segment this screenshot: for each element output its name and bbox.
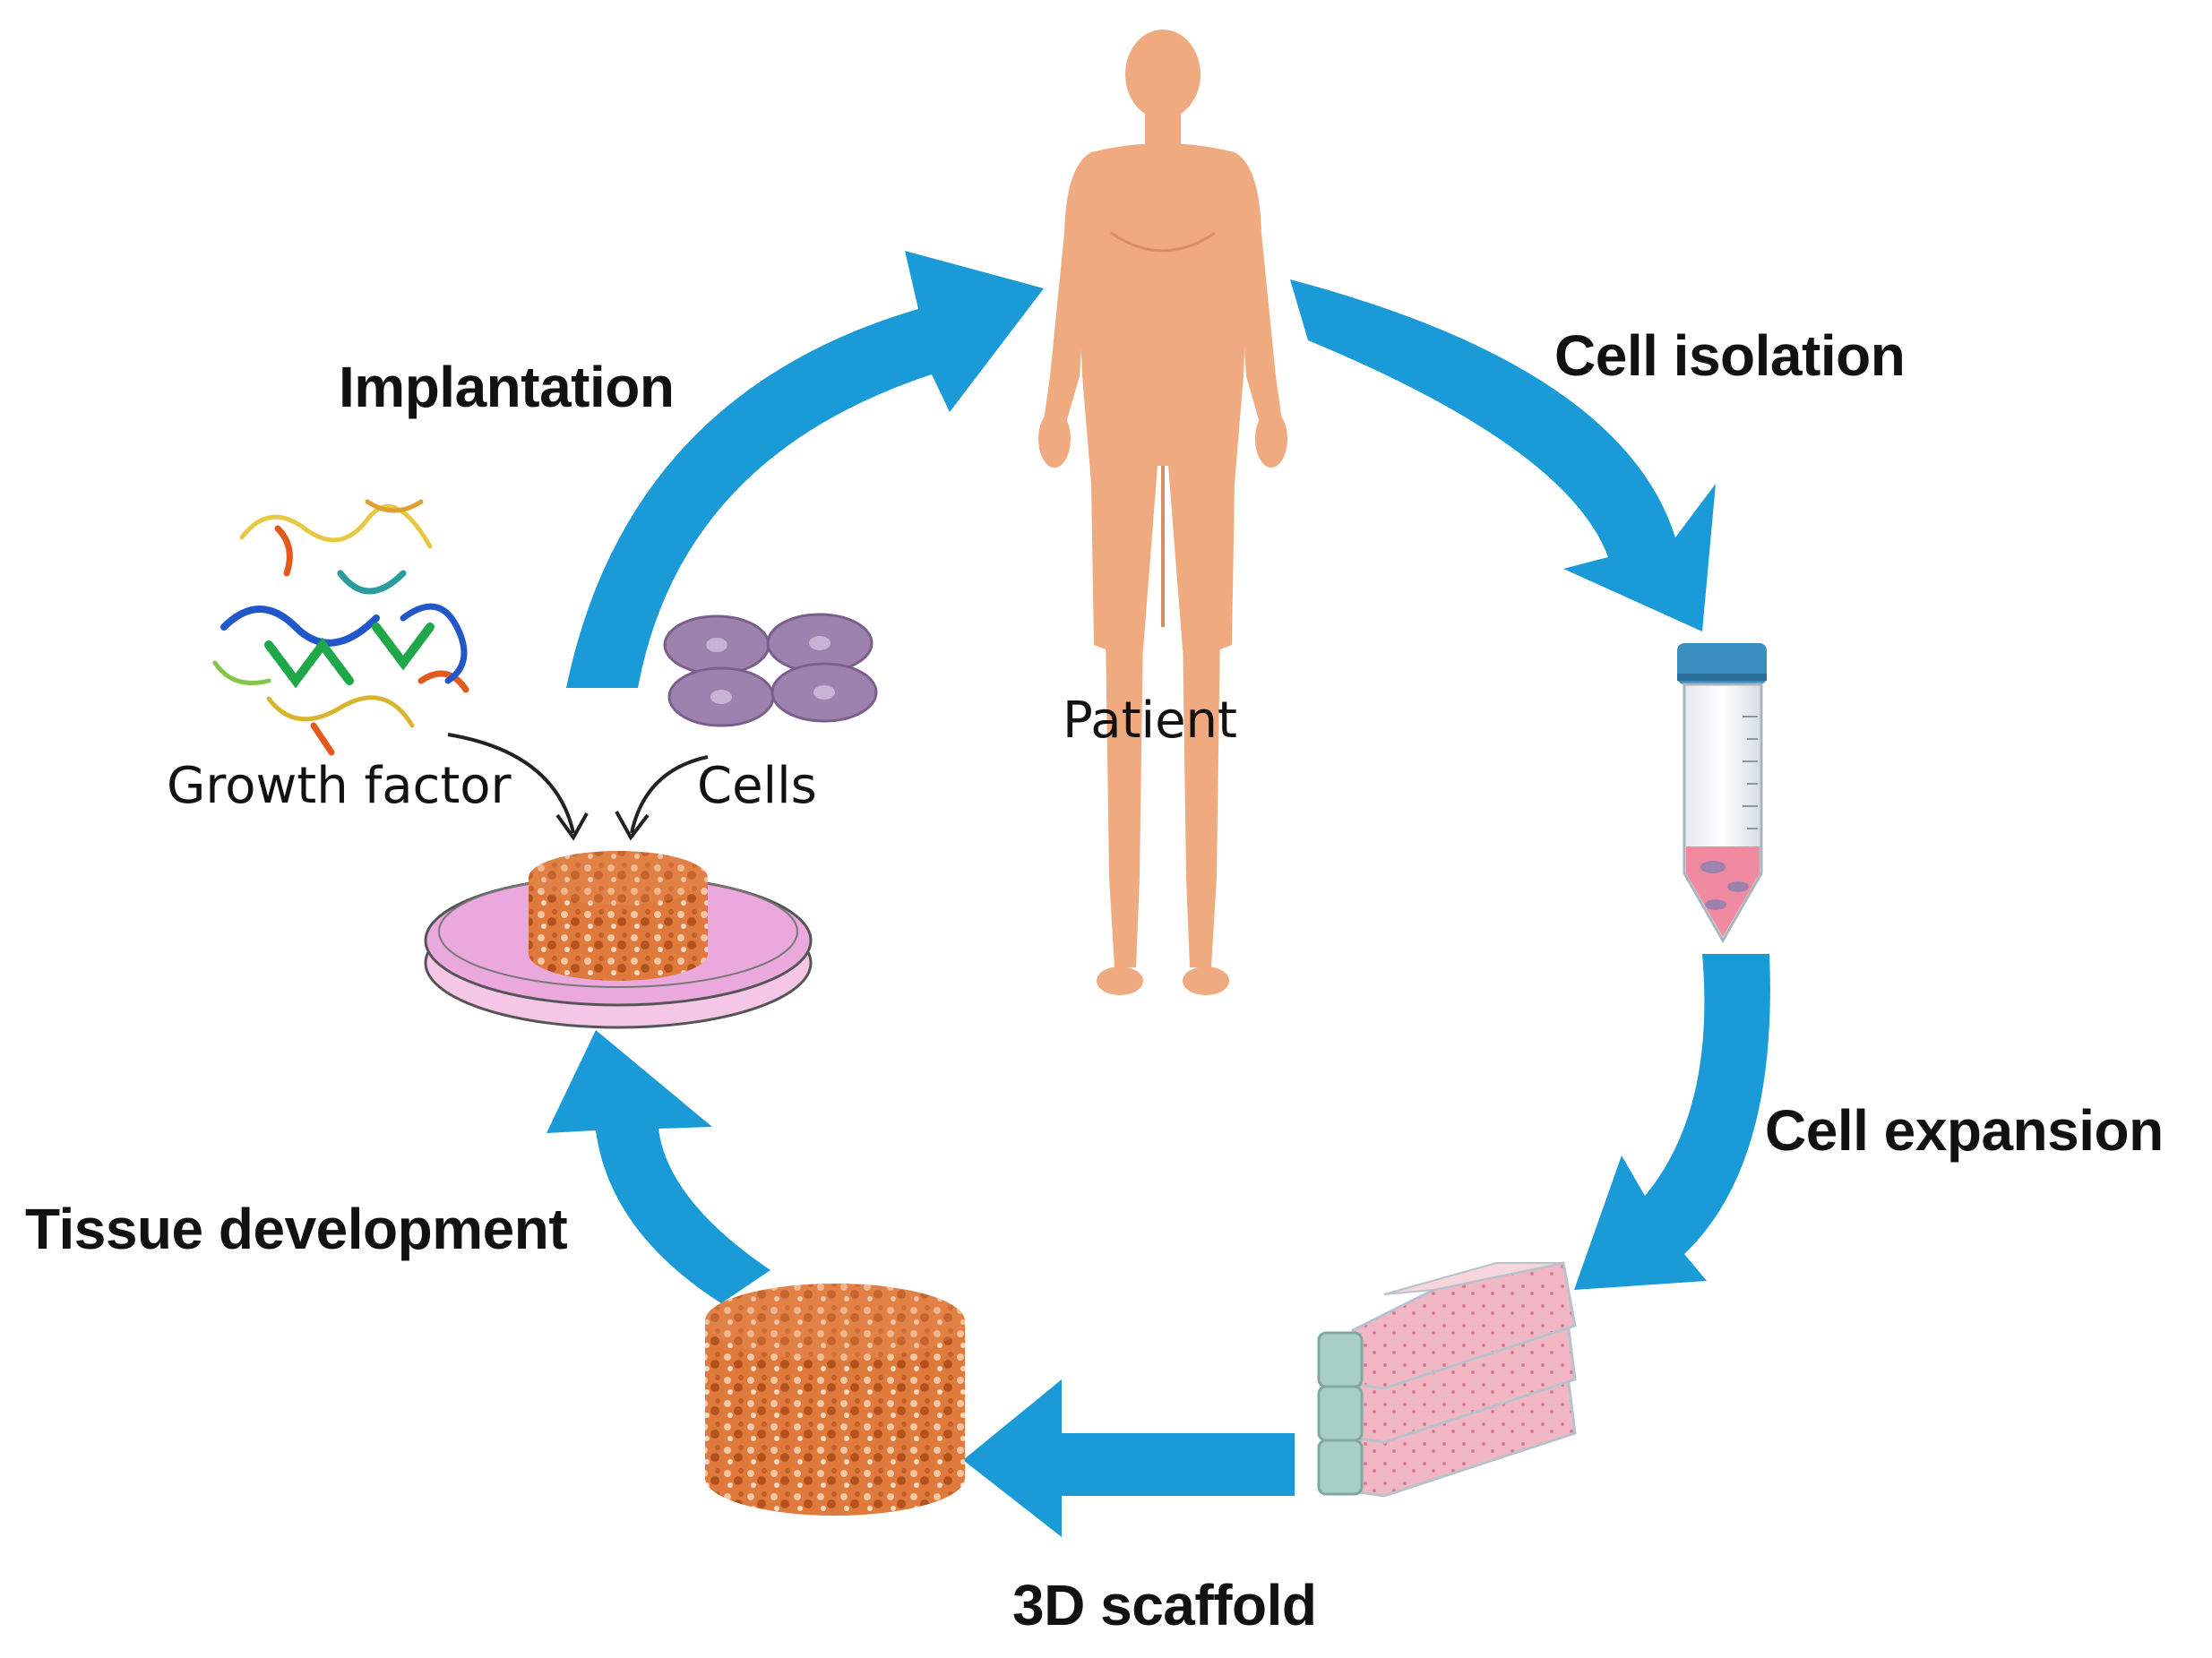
cell-cluster-icon	[663, 613, 878, 727]
growth-factor-arrow	[447, 733, 575, 834]
arrow-3d-scaffold	[963, 1379, 1295, 1537]
cells-label: Cells	[697, 757, 817, 815]
cells-arrow	[630, 755, 709, 834]
arrow-tissue-development	[547, 1030, 770, 1303]
arrow-cell-expansion	[1574, 954, 1770, 1290]
input-arrows	[447, 733, 709, 841]
tissue-development-label: Tissue development	[25, 1197, 568, 1261]
cell-isolation-label: Cell isolation	[1554, 323, 1906, 388]
patient-label: Patient	[1063, 692, 1237, 750]
growth-factor-label: Growth factor	[167, 757, 512, 815]
cycle-arrows	[547, 251, 1770, 1537]
cell-expansion-label: Cell expansion	[1765, 1098, 2164, 1163]
arrow-implantation	[566, 251, 1044, 688]
3d-scaffold-label: 3D scaffold	[1012, 1573, 1317, 1637]
petri-dish-icon	[424, 851, 813, 1029]
porous-scaffold-icon	[705, 1284, 965, 1516]
arrow-cell-isolation	[1290, 279, 1716, 631]
human-body-icon	[1038, 30, 1287, 995]
protein-structure-icon	[212, 499, 469, 756]
implantation-label: Implantation	[339, 355, 675, 419]
culture-flask-stack-icon	[1317, 1261, 1577, 1498]
centrifuge-tube-icon	[1677, 643, 1767, 944]
